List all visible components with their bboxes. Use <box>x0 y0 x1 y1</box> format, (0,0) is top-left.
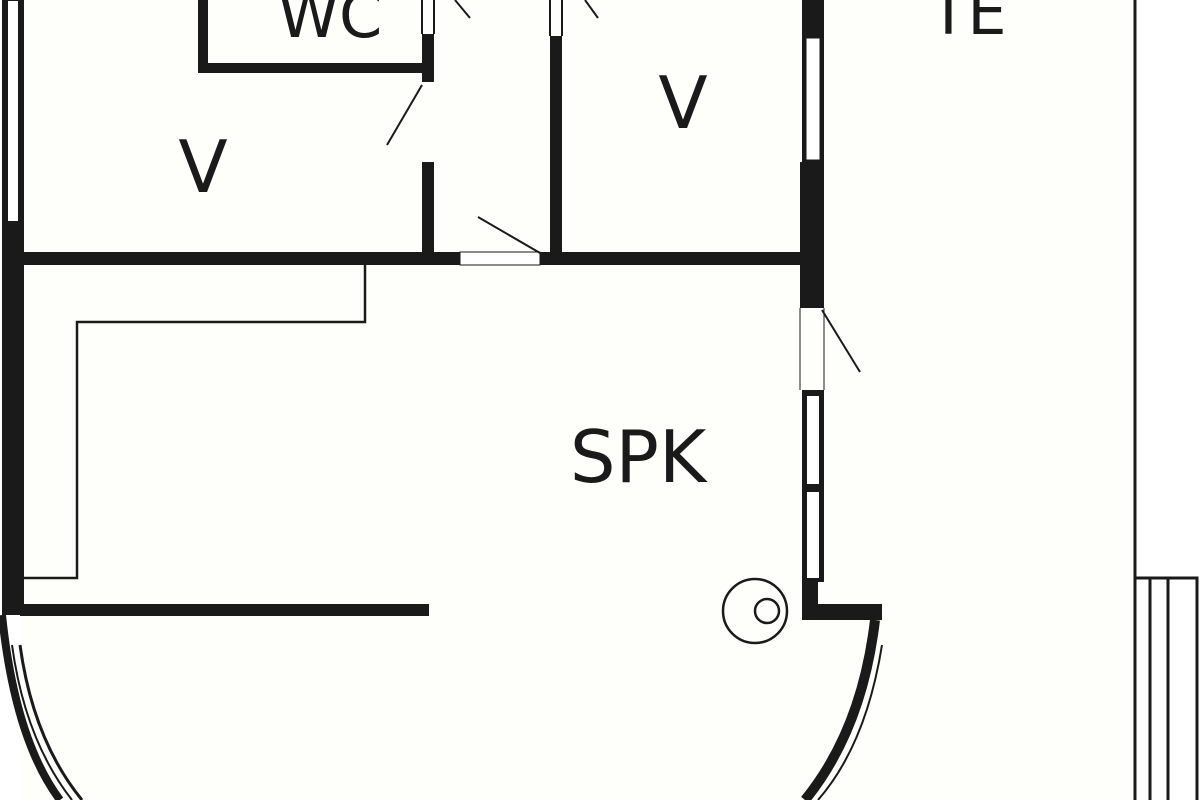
corridor-wall-right <box>550 36 562 262</box>
right-window-top-glass <box>805 37 821 161</box>
bay-corner-wall <box>802 582 882 620</box>
door-swing-wc <box>454 0 471 19</box>
room-label-spk: SPK <box>570 415 708 499</box>
left-exterior-wall <box>2 225 24 615</box>
bay-window-left-inner <box>18 644 84 800</box>
right-wall-top <box>802 0 824 36</box>
bay-wall-left <box>0 614 64 800</box>
bedroom-wall-right <box>540 252 810 265</box>
door-swing-right-bedroom <box>584 0 599 19</box>
corridor-wall-left-top <box>422 34 434 82</box>
right-window-lower-glass-a <box>807 396 819 484</box>
right-window-lower-glass-b <box>807 492 819 578</box>
corridor-wall-left-bottom <box>422 162 434 262</box>
partition-wall <box>20 604 429 616</box>
door-swing-corridor <box>477 216 541 254</box>
kitchen-counter <box>24 265 367 580</box>
left-window-upper <box>6 0 20 223</box>
corridor-door-threshold <box>459 251 541 266</box>
bay-window-right-inner <box>809 644 874 800</box>
bay-window-left <box>11 644 73 800</box>
right-wall-mid <box>800 162 824 308</box>
room-label-bedroom-right: V <box>658 61 707 145</box>
bay-window-right <box>817 644 883 800</box>
room-label-wc: WC <box>278 0 383 52</box>
fireplace-inner <box>753 597 781 625</box>
door-swing-terrace <box>821 309 861 373</box>
terrace-steps <box>1135 576 1199 800</box>
room-label-terrace: TE <box>928 0 1006 49</box>
door-swing-left-bedroom <box>386 84 423 146</box>
bedroom-wall-left <box>20 252 460 265</box>
wc-wall <box>198 0 428 73</box>
floor-area-bay <box>20 615 880 800</box>
bay-wall-right <box>801 619 880 800</box>
fireplace-outer <box>721 577 789 645</box>
room-label-bedroom-left: V <box>178 125 227 209</box>
